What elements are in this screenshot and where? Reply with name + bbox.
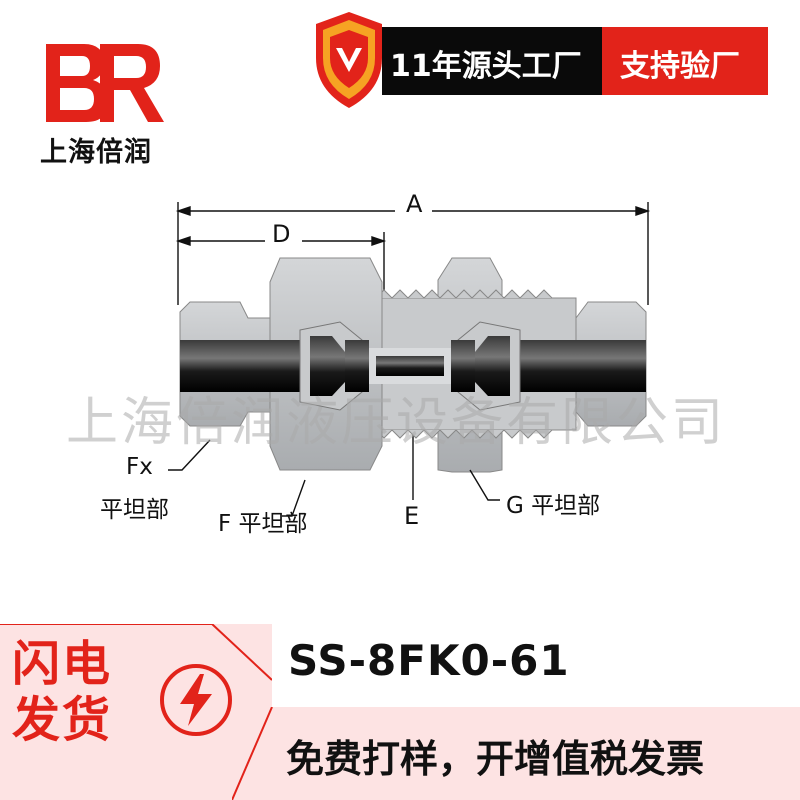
offer-bar <box>232 707 800 800</box>
factory-banner: 11年源头工厂 <box>382 27 602 95</box>
dimension-lines <box>175 202 651 500</box>
dimension-e-label: E <box>404 502 420 530</box>
brand-name: 上海倍润 <box>40 137 152 168</box>
fitting-drawing <box>168 202 651 517</box>
logo-b-shape <box>46 44 108 122</box>
factory-text: 11年源头工厂 <box>390 49 582 84</box>
product-model: SS-8FK0-61 <box>288 636 570 685</box>
fx-flat-label-2: 平坦部 <box>100 497 169 523</box>
dimension-d-label: D <box>272 220 291 248</box>
fx-flat-label: Fx <box>126 454 153 480</box>
flash-line-1: 闪电 <box>12 636 113 692</box>
inspection-text: 支持验厂 <box>620 49 740 84</box>
inspection-banner: 支持验厂 <box>602 27 768 95</box>
g-flat-label: G 平坦部 <box>506 493 601 519</box>
dimension-a-label: A <box>406 190 423 218</box>
shield-icon <box>316 12 382 108</box>
logo-r-shape <box>100 44 164 122</box>
fitting-diagram: A D E Fx 平坦部 F 平坦部 G 平坦部 <box>0 190 800 550</box>
internal-parts <box>180 321 646 411</box>
flash-line-2: 发货 <box>12 692 113 748</box>
leader-lines <box>168 439 500 517</box>
br-logo <box>46 44 164 122</box>
lightning-icon <box>160 664 232 736</box>
f-flat-label: F 平坦部 <box>218 511 308 537</box>
flash-delivery-text: 闪电 发货 <box>12 636 112 748</box>
company-watermark: 上海倍润液压设备有限公司 <box>66 393 727 453</box>
offer-text: 免费打样，开增值税发票 <box>286 737 705 781</box>
